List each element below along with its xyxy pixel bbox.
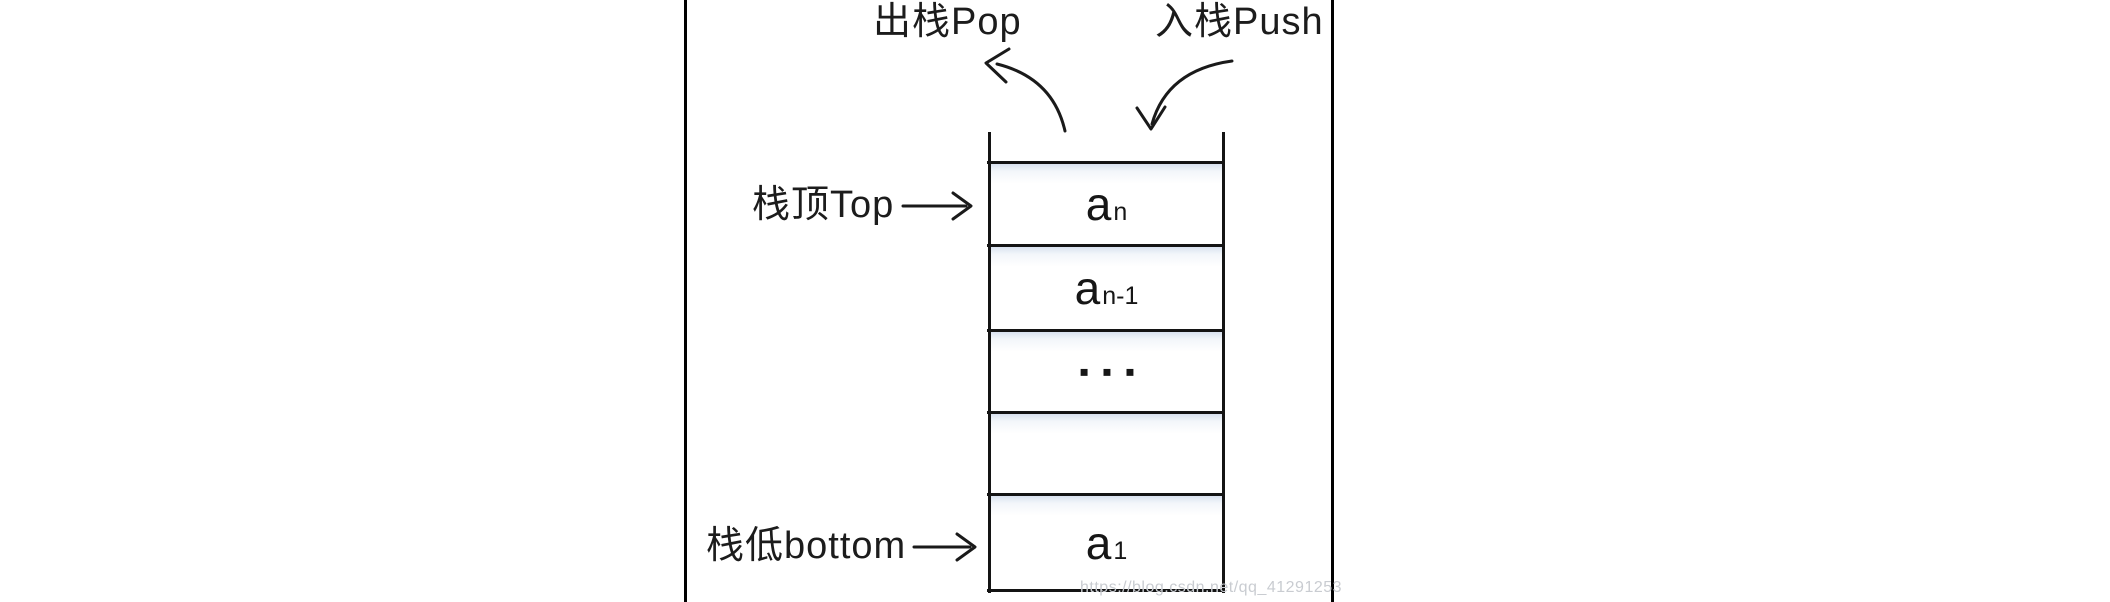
- stack-cell-empty: [991, 414, 1222, 493]
- stack-shelf-line: [987, 244, 1225, 247]
- cell-base-text: ▪▪▪: [1079, 355, 1148, 387]
- stack-shelf-line: [987, 161, 1225, 164]
- stack-shelf-line: [987, 493, 1225, 496]
- pop-label: 出栈Pop: [873, 1, 1022, 43]
- cell-subscript-text: n: [1113, 198, 1128, 226]
- pop-arrow-curve: [995, 62, 1067, 133]
- bottom-pointer-arrow-head: [955, 532, 977, 562]
- stack-right-wall: [1222, 132, 1225, 593]
- pop-arrow-head: [984, 47, 1011, 84]
- cell-base-text: a: [1085, 178, 1112, 230]
- cell-subscript-text: 1: [1113, 536, 1128, 565]
- stack-cell-an-1: a n-1: [991, 247, 1222, 329]
- stack-left-wall: [988, 132, 991, 593]
- cell-value: a n: [1086, 181, 1128, 227]
- push-arrow-head: [1135, 105, 1167, 131]
- top-pointer-arrow-head: [951, 191, 973, 221]
- stack-top-label: 栈顶Top: [752, 184, 895, 226]
- cell-subscript-text: n-1: [1102, 282, 1139, 310]
- ellipsis-dots: ▪▪▪: [1072, 357, 1141, 386]
- push-arrow-curve: [1150, 59, 1234, 126]
- push-label: 入栈Push: [1155, 1, 1324, 43]
- stack-cell-a1: a 1: [991, 496, 1222, 589]
- frame-right-border: [1331, 0, 1334, 602]
- stack-shelf-line: [987, 589, 1225, 592]
- stack-cell-ellipsis: ▪▪▪: [991, 332, 1222, 411]
- stack-shelf-line: [987, 411, 1225, 414]
- cell-base-text: a: [1085, 516, 1112, 569]
- stack-bottom-label: 栈低bottom: [706, 525, 907, 567]
- stack-cell-an: a n: [991, 164, 1222, 244]
- cell-value: a n-1: [1075, 265, 1139, 311]
- frame-left-border: [684, 0, 687, 602]
- csdn-watermark: https://blog.csdn.net/qq_41291253: [1080, 579, 1343, 596]
- cell-value: a 1: [1086, 520, 1128, 566]
- cell-base-text: a: [1074, 262, 1101, 314]
- stack-shelf-line: [987, 329, 1225, 332]
